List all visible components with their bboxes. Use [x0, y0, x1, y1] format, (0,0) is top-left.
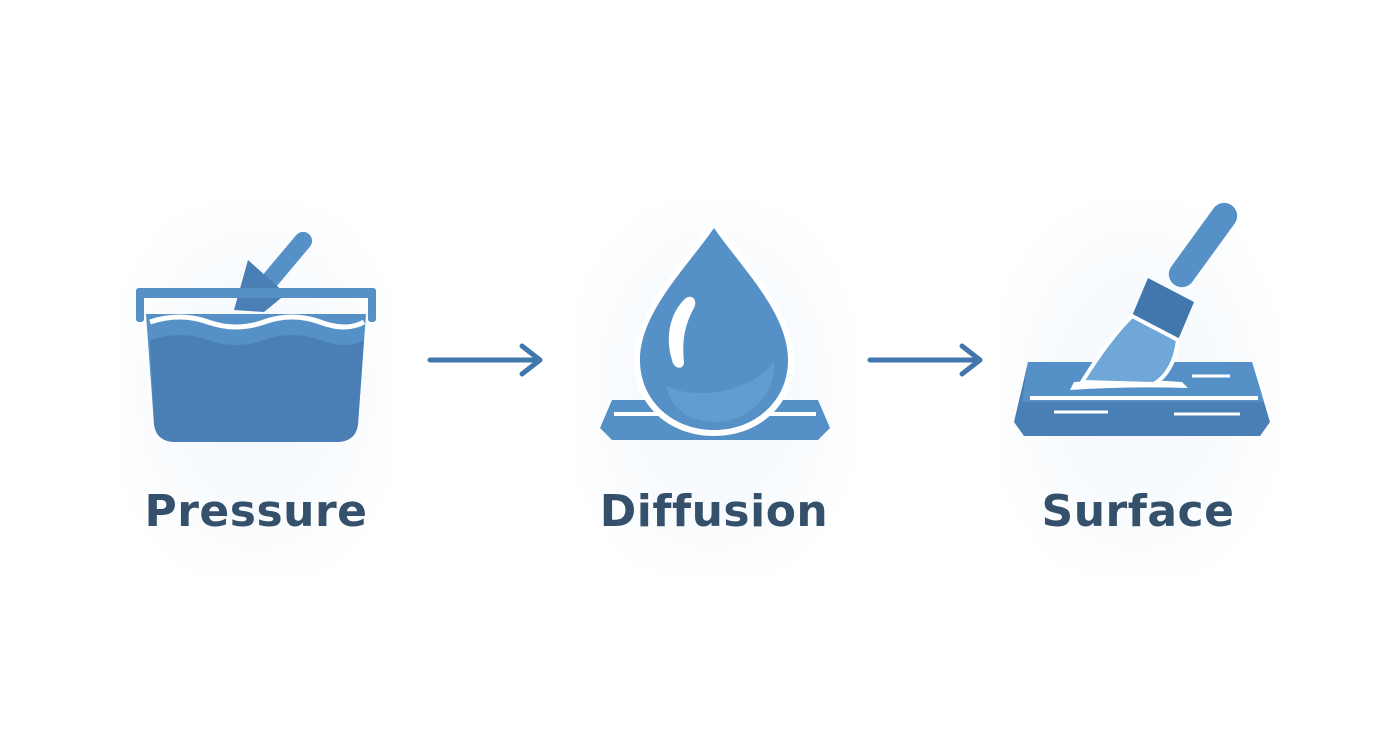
- water-drop-icon: [600, 220, 830, 440]
- brush-on-board-icon: [1014, 202, 1270, 436]
- arrow-right-icon: [867, 343, 983, 377]
- step-diffusion: Diffusion: [554, 190, 874, 590]
- bucket-with-brush-icon: [136, 231, 376, 442]
- step-label-surface: Surface: [1041, 486, 1235, 537]
- step-label-pressure: Pressure: [144, 486, 368, 537]
- step-pressure: Pressure: [96, 190, 416, 590]
- arrow-right-icon: [427, 343, 543, 377]
- step-label-diffusion: Diffusion: [599, 486, 829, 537]
- step-surface: Surface: [978, 190, 1298, 590]
